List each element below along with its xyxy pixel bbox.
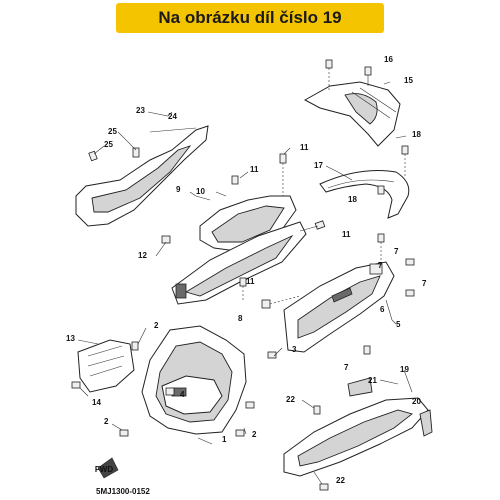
callout-16: 16 <box>384 55 393 64</box>
callout-7-a: 7 <box>394 247 399 256</box>
part-16-bolt[interactable] <box>364 66 372 86</box>
part-15-carrier[interactable] <box>303 81 401 147</box>
callout-8: 8 <box>238 314 243 323</box>
callout-numbers: 16 15 18 17 18 11 11 11 11 9 10 12 23 24… <box>66 55 427 485</box>
callout-6: 6 <box>380 305 385 314</box>
part-4-emblem[interactable] <box>165 387 175 396</box>
callout-1: 1 <box>222 435 227 444</box>
callout-2-top: 2 <box>154 321 159 330</box>
part-1-front-cowl[interactable] <box>141 325 247 435</box>
callout-23: 23 <box>136 106 145 115</box>
callout-11-top: 11 <box>300 143 309 152</box>
callout-4: 4 <box>180 390 185 399</box>
callout-18-bottom: 18 <box>348 195 357 204</box>
callout-7-c: 7 <box>422 279 427 288</box>
part-2-screws[interactable] <box>119 341 255 437</box>
part-21-trim[interactable] <box>347 377 373 397</box>
banner-text: Na obrázku díl číslo 19 <box>158 8 342 27</box>
callout-13: 13 <box>66 334 75 343</box>
part-17-grab-bar[interactable] <box>319 145 410 219</box>
forward-direction-arrow: FWD <box>95 457 119 479</box>
part-23-side-rail[interactable] <box>75 125 209 227</box>
diagram-code: 5MJ1300-0152 <box>96 487 150 496</box>
callout-25-top: 25 <box>108 127 117 136</box>
callout-2-right: 2 <box>252 430 257 439</box>
part-8-fastener[interactable] <box>261 295 301 309</box>
leader-lines <box>77 81 413 485</box>
callout-24: 24 <box>168 112 177 121</box>
part-5-side-cover-right[interactable] <box>283 233 395 353</box>
callout-25-bottom: 25 <box>104 140 113 149</box>
part-20-clip[interactable] <box>419 409 433 437</box>
callout-2-left: 2 <box>104 417 109 426</box>
callout-21: 21 <box>368 376 377 385</box>
callout-3: 3 <box>292 345 297 354</box>
callout-19: 19 <box>400 365 409 374</box>
callout-12: 12 <box>138 251 147 260</box>
callout-11-low: 11 <box>246 277 255 286</box>
callout-22-bottom: 22 <box>336 476 345 485</box>
part-3-screw[interactable] <box>267 351 277 359</box>
callout-7-d: 7 <box>344 363 349 372</box>
callout-14: 14 <box>92 398 101 407</box>
callout-10: 10 <box>196 187 205 196</box>
part-7-screws[interactable] <box>363 258 415 355</box>
callout-17: 17 <box>314 161 323 170</box>
callout-11-mid: 11 <box>250 165 259 174</box>
part-19-lower-side-cover[interactable] <box>283 397 429 477</box>
callout-22-top: 22 <box>286 395 295 404</box>
part-22-screws[interactable] <box>313 405 329 491</box>
callout-20: 20 <box>412 397 421 406</box>
rear-side-cover-left[interactable] <box>171 221 307 305</box>
callout-5: 5 <box>396 320 401 329</box>
callout-18-top: 18 <box>412 130 421 139</box>
callout-11-right: 11 <box>342 230 351 239</box>
carrier-screw[interactable] <box>325 59 333 92</box>
callout-7-b: 7 <box>378 261 383 270</box>
highlighted-part-banner: Na obrázku díl číslo 19 <box>116 3 384 33</box>
part-13-grille[interactable] <box>71 339 135 393</box>
part-11-screw-c[interactable] <box>239 220 326 300</box>
part-12-clip[interactable] <box>161 235 171 244</box>
callout-15: 15 <box>404 76 413 85</box>
callout-9: 9 <box>176 185 181 194</box>
fwd-label: FWD <box>95 465 113 474</box>
